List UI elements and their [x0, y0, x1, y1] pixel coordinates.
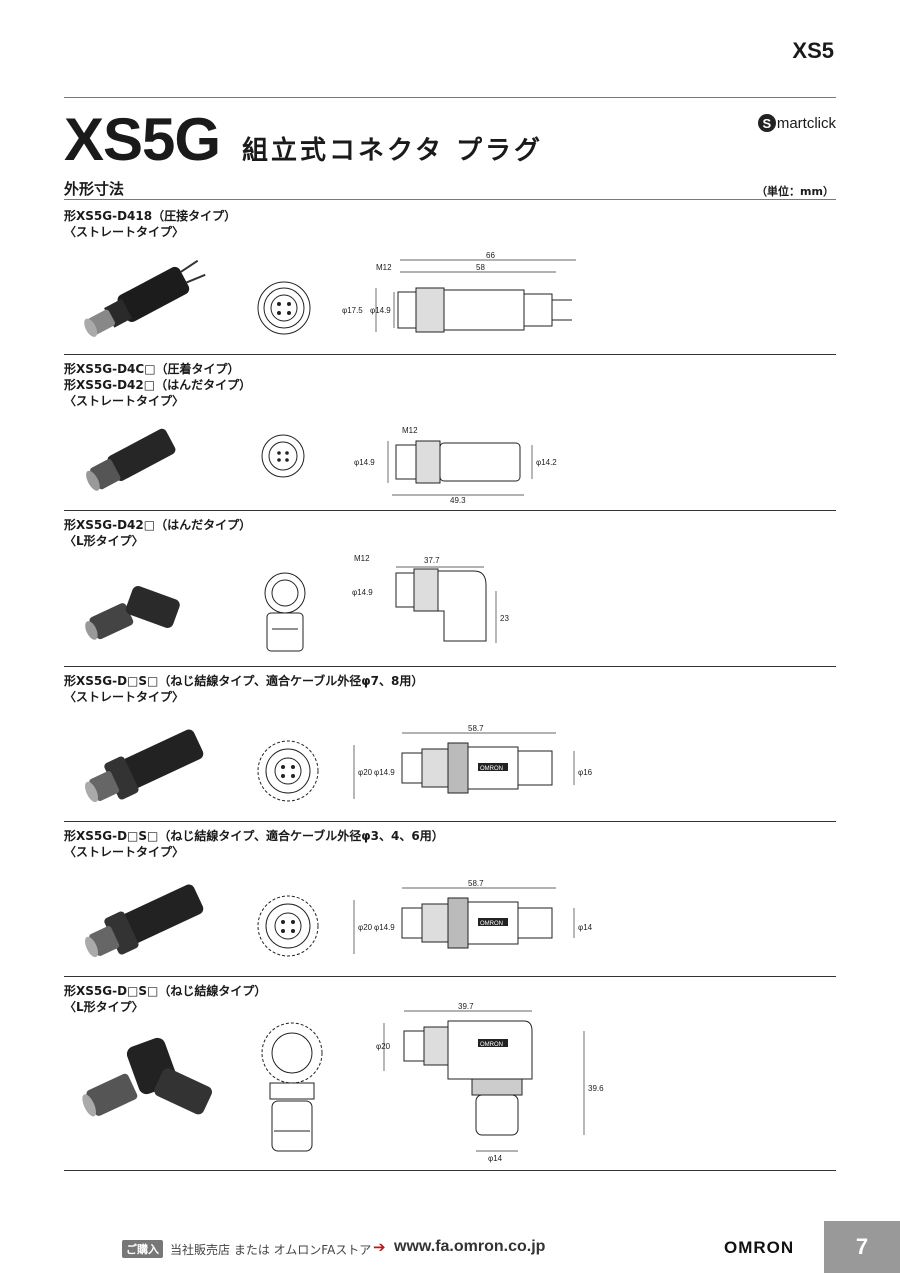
dim-overall: 66: [486, 251, 495, 260]
dimension-drawing: 66 58 M12 φ17.5 φ14.9: [342, 251, 576, 333]
dim-rear-dia: φ16: [578, 768, 593, 777]
product-photo: [85, 586, 180, 640]
dim-thread: M12: [376, 263, 392, 272]
dimension-drawing: OMRON 58.7 φ20 φ14.9 φ16: [353, 724, 593, 799]
front-view: [261, 1022, 323, 1152]
product-label-line: 〈ストレートタイプ〉: [64, 845, 185, 859]
dim-thread: M12: [402, 426, 418, 435]
product-photo: [86, 428, 176, 491]
front-view: [264, 572, 306, 652]
product-label-line: 形XS5G-D418（圧接タイプ）: [64, 209, 237, 223]
section-heading: 外形寸法: [64, 180, 125, 198]
dim-height: 39.6: [588, 1084, 604, 1093]
dim-height: 23: [500, 614, 509, 623]
dim-outer-dia: φ20: [358, 923, 373, 932]
product-label-line: 〈L形タイプ〉: [64, 1000, 144, 1014]
dim-outer-dia: φ17.5: [342, 306, 363, 315]
product-label-line: 〈ストレートタイプ〉: [64, 394, 185, 408]
product-label-line: 形XS5G-D□S□（ねじ結線タイプ、適合ケーブル外径φ3、4、6用）: [64, 829, 444, 843]
dim-length: 58.7: [468, 724, 484, 733]
product-photo: [84, 259, 206, 337]
omron-marking: OMRON: [480, 921, 503, 927]
purchase-text: 当社販売店 または オムロンFAストア: [170, 1243, 372, 1257]
series-code: XS5: [792, 38, 834, 63]
dim-outer-dia: φ20: [358, 768, 373, 777]
purchase-badge: ご購入: [122, 1240, 163, 1258]
dimension-drawing: OMRON 58.7 φ20 φ14.9 φ14: [353, 879, 593, 954]
front-view: [261, 434, 305, 478]
site-url-link[interactable]: www.fa.omron.co.jp: [394, 1238, 546, 1255]
dim-length: 49.3: [450, 496, 466, 505]
dim-inner-dia: φ14.9: [370, 306, 391, 315]
footer: ご購入 当社販売店 または オムロンFAストア ➔ www.fa.omron.c…: [0, 1221, 900, 1273]
dim-bottom-dia: φ14: [488, 1154, 503, 1163]
top-rule: [64, 97, 836, 98]
product-label-line: 形XS5G-D□S□（ねじ結線タイプ、適合ケーブル外径φ7、8用）: [64, 674, 424, 688]
product-label-line: 形XS5G-D42□（はんだタイプ）: [64, 518, 252, 532]
omron-marking: OMRON: [480, 766, 503, 772]
product-row-5: 形XS5G-D□S□（ねじ結線タイプ、適合ケーブル外径φ3、4、6用） 〈ストレ…: [64, 822, 836, 977]
dim-inner-dia: φ14.9: [352, 588, 373, 597]
omron-logo: OMRON: [724, 1238, 795, 1257]
dim-outer-dia: φ20: [376, 1042, 391, 1051]
front-view: [257, 740, 319, 802]
model-title: XS5G: [64, 106, 221, 173]
dimension-drawing: M12 φ14.9 φ14.2 49.3: [354, 426, 557, 505]
product-label-line: 〈L形タイプ〉: [64, 534, 144, 548]
smartclick-s-icon: S: [757, 114, 776, 132]
product-row-4: 形XS5G-D□S□（ねじ結線タイプ、適合ケーブル外径φ7、8用） 〈ストレート…: [64, 667, 836, 822]
smartclick-text: martclick: [776, 114, 836, 132]
product-row-1: 形XS5G-D418（圧接タイプ） 〈ストレートタイプ〉 66 58 M12: [64, 202, 836, 355]
dimension-drawing: M12 37.7 φ14.9 23: [352, 554, 509, 643]
dim-body: 58: [476, 263, 485, 272]
product-label-line: 〈ストレートタイプ〉: [64, 690, 185, 704]
product-photo: [85, 729, 204, 803]
product-labels: 形XS5G-D418（圧接タイプ） 〈ストレートタイプ〉: [64, 208, 236, 240]
page-number: 7: [824, 1221, 900, 1273]
dim-rear-dia: φ14: [578, 923, 593, 932]
dim-inner-dia: φ14.9: [354, 458, 375, 467]
product-labels: 形XS5G-D□S□（ねじ結線タイプ、適合ケーブル外径φ3、4、6用） 〈ストレ…: [64, 828, 444, 860]
product-row-2: 形XS5G-D4C□（圧着タイプ） 形XS5G-D42□（はんだタイプ） 〈スト…: [64, 355, 836, 511]
product-labels: 形XS5G-D□S□（ねじ結線タイプ、適合ケーブル外径φ7、8用） 〈ストレート…: [64, 673, 423, 705]
product-labels: 形XS5G-D4C□（圧着タイプ） 形XS5G-D42□（はんだタイプ） 〈スト…: [64, 361, 251, 409]
dim-length: 58.7: [468, 879, 484, 888]
product-label-line: 形XS5G-D42□（はんだタイプ）: [64, 378, 252, 392]
product-label-line: 〈ストレートタイプ〉: [64, 225, 185, 239]
product-labels: 形XS5G-D□S□（ねじ結線タイプ） 〈L形タイプ〉: [64, 983, 266, 1015]
product-row-6: 形XS5G-D□S□（ねじ結線タイプ） 〈L形タイプ〉 OMRON 39.7 φ…: [64, 977, 836, 1171]
dim-inner-dia: φ14.9: [374, 768, 395, 777]
unit-note: （単位：mm）: [756, 185, 834, 198]
dim-length: 37.7: [424, 556, 440, 565]
product-photo: [85, 884, 204, 958]
front-view: [257, 895, 319, 957]
product-label-line: 形XS5G-D□S□（ねじ結線タイプ）: [64, 984, 267, 998]
arrow-right-icon: ➔: [373, 1238, 386, 1256]
heading-rule: [64, 199, 836, 200]
dim-thread: M12: [354, 554, 370, 563]
smartclick-logo: S martclick: [757, 114, 836, 132]
front-view: [257, 281, 311, 335]
dim-inner-dia: φ14.9: [374, 923, 395, 932]
product-label-line: 形XS5G-D4C□（圧着タイプ）: [64, 362, 240, 376]
dimension-drawing: OMRON 39.7 φ20 39.6 φ14: [376, 1002, 604, 1163]
dim-length: 39.7: [458, 1002, 474, 1011]
page-subtitle: 組立式コネクタ プラグ: [242, 136, 544, 166]
product-row-3: 形XS5G-D42□（はんだタイプ） 〈L形タイプ〉 M12 37.7 φ14.…: [64, 511, 836, 667]
title-row: XS5G 組立式コネクタ プラグ S martclick: [64, 108, 836, 172]
dim-rear-dia: φ14.2: [536, 458, 557, 467]
product-labels: 形XS5G-D42□（はんだタイプ） 〈L形タイプ〉: [64, 517, 251, 549]
product-photo: [82, 1037, 212, 1117]
omron-marking: OMRON: [480, 1042, 503, 1048]
